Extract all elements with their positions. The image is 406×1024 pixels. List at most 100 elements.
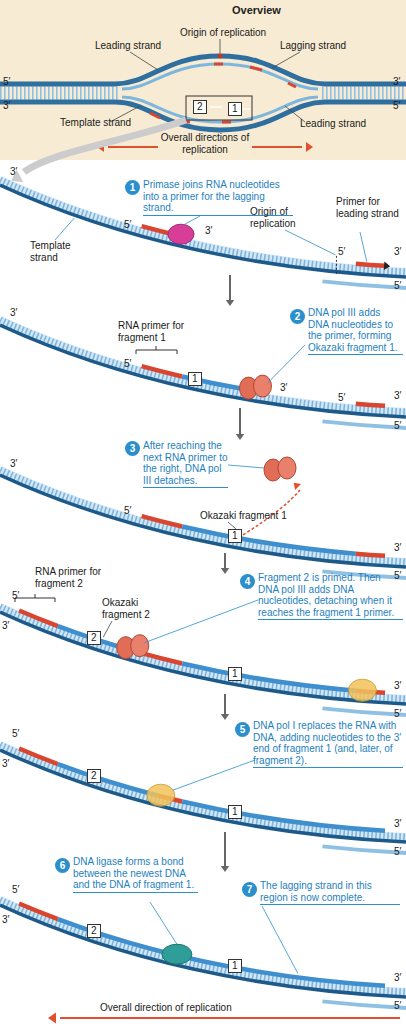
fragment-number: 1 — [188, 372, 202, 386]
step-number: 2 — [290, 309, 305, 324]
dna-pol-iii — [254, 375, 272, 397]
strand-end-label: 5′ — [12, 728, 19, 740]
step-arrow — [224, 832, 226, 866]
leader-line — [268, 345, 305, 383]
direction-arrow-head — [48, 1012, 56, 1023]
strand-end-label: 3′ — [2, 914, 9, 926]
part-label: Leading strand — [300, 118, 366, 130]
strand-end-label: 3′ — [280, 382, 287, 394]
strand-end-label: 5′ — [124, 505, 131, 517]
origin-mark — [218, 54, 223, 59]
zoom-frame — [186, 96, 252, 120]
direction-arrow — [108, 146, 158, 148]
new-dna — [0, 465, 406, 557]
dna-pol-iii — [131, 635, 149, 657]
leader-line — [360, 232, 367, 262]
strand-end-label: 3′ — [205, 225, 212, 237]
strand-end-label: 3′ — [2, 620, 9, 632]
detach-arrow-head — [294, 483, 301, 490]
fragment-number: 1 — [228, 667, 242, 681]
step-callout: DNA pol III adds DNA nucleotides to the … — [308, 307, 403, 355]
base-rungs — [0, 900, 406, 992]
part-label: RNA primer for fragment 2 — [35, 566, 115, 589]
strand-end-label: 3′ — [394, 246, 401, 258]
part-label: Overall direction of replication — [100, 1002, 232, 1014]
part-label: Template strand — [60, 117, 131, 129]
rna-primer — [0, 175, 406, 267]
part-label: Origin of replication — [250, 206, 310, 229]
step-number: 1 — [125, 180, 140, 195]
strand-end-label: 3′ — [393, 76, 400, 88]
part-label: Template strand — [30, 240, 80, 263]
bracket — [136, 346, 177, 354]
growth-arrow — [384, 262, 390, 270]
strand-end-label: 5′ — [393, 100, 400, 112]
part-label: Okazaki fragment 1 — [200, 510, 287, 522]
leader-line — [183, 216, 200, 225]
part-label: Lagging strand — [280, 40, 346, 52]
fragment-number: 2 — [87, 769, 101, 783]
part-label: Origin of replication — [180, 27, 266, 39]
rna-primer — [222, 121, 231, 124]
strand-end-label: 3′ — [394, 542, 401, 554]
leader-line — [103, 621, 112, 637]
strand-end-label: 3′ — [394, 972, 401, 984]
step-arrow-head — [221, 866, 229, 872]
dna-pol-iii — [278, 457, 296, 479]
rna-primer — [288, 83, 296, 87]
rna-primer — [150, 113, 160, 118]
rna-primer — [0, 465, 406, 557]
parental-strand — [0, 56, 406, 84]
strand-end-label: 5′ — [394, 846, 401, 858]
leader-line — [228, 465, 264, 468]
leader-line — [150, 902, 177, 944]
strand-end-label: 5′ — [394, 708, 401, 720]
leader-line — [262, 906, 298, 973]
new-dna — [0, 895, 406, 987]
partner-strand — [0, 196, 406, 288]
strand-end-label: 5′ — [12, 884, 19, 896]
strand-end-label: 3′ — [10, 166, 17, 178]
step-number: 7 — [242, 882, 257, 897]
strand-end-label: 3′ — [394, 818, 401, 830]
strand-end-label: 5′ — [338, 392, 345, 404]
step-callout: After reaching the next RNA primer to th… — [143, 440, 228, 488]
step-arrow-head — [226, 300, 234, 306]
leader-line — [220, 39, 221, 53]
rna-primer — [0, 895, 406, 987]
fragment-number: 2 — [87, 631, 101, 645]
leader-line — [55, 218, 74, 240]
rna-primer — [0, 175, 406, 267]
step-arrow-head — [221, 714, 229, 720]
step-number: 3 — [125, 441, 140, 456]
rna-primer — [0, 465, 406, 557]
strand-end-label: 5′ — [3, 76, 10, 88]
fragment-number: 2 — [193, 100, 207, 114]
step-arrow-head — [221, 568, 229, 574]
dna-pol-i — [147, 784, 175, 806]
leader-line — [173, 760, 255, 790]
step-arrow — [224, 694, 226, 714]
direction-arrow — [60, 1017, 400, 1019]
step-callout: DNA pol I replaces the RNA with DNA, add… — [253, 720, 403, 768]
fragment-number: 1 — [228, 102, 242, 116]
step-arrow — [224, 553, 226, 568]
base-rungs — [0, 180, 406, 272]
fragment-number: 1 — [228, 805, 242, 819]
strand-end-label: 3′ — [394, 390, 401, 402]
step-callout: The lagging strand in this region is now… — [260, 880, 400, 905]
strand-end-label: 3′ — [10, 307, 17, 319]
step-arrow — [239, 408, 241, 434]
helix-band — [0, 471, 406, 563]
origin-mark — [336, 256, 337, 276]
strand-end-label: 5′ — [394, 1000, 401, 1012]
step-number: 6 — [55, 858, 70, 873]
new-strand — [122, 64, 318, 89]
strand-end-label: 5′ — [124, 219, 131, 231]
direction-arrow — [252, 146, 302, 148]
helix-band — [0, 746, 406, 838]
part-label: Okazaki fragment 2 — [102, 597, 162, 620]
part-label: Leading strand — [95, 40, 161, 52]
strand-end-label: 5′ — [394, 420, 401, 432]
dna-ligase — [162, 944, 192, 964]
